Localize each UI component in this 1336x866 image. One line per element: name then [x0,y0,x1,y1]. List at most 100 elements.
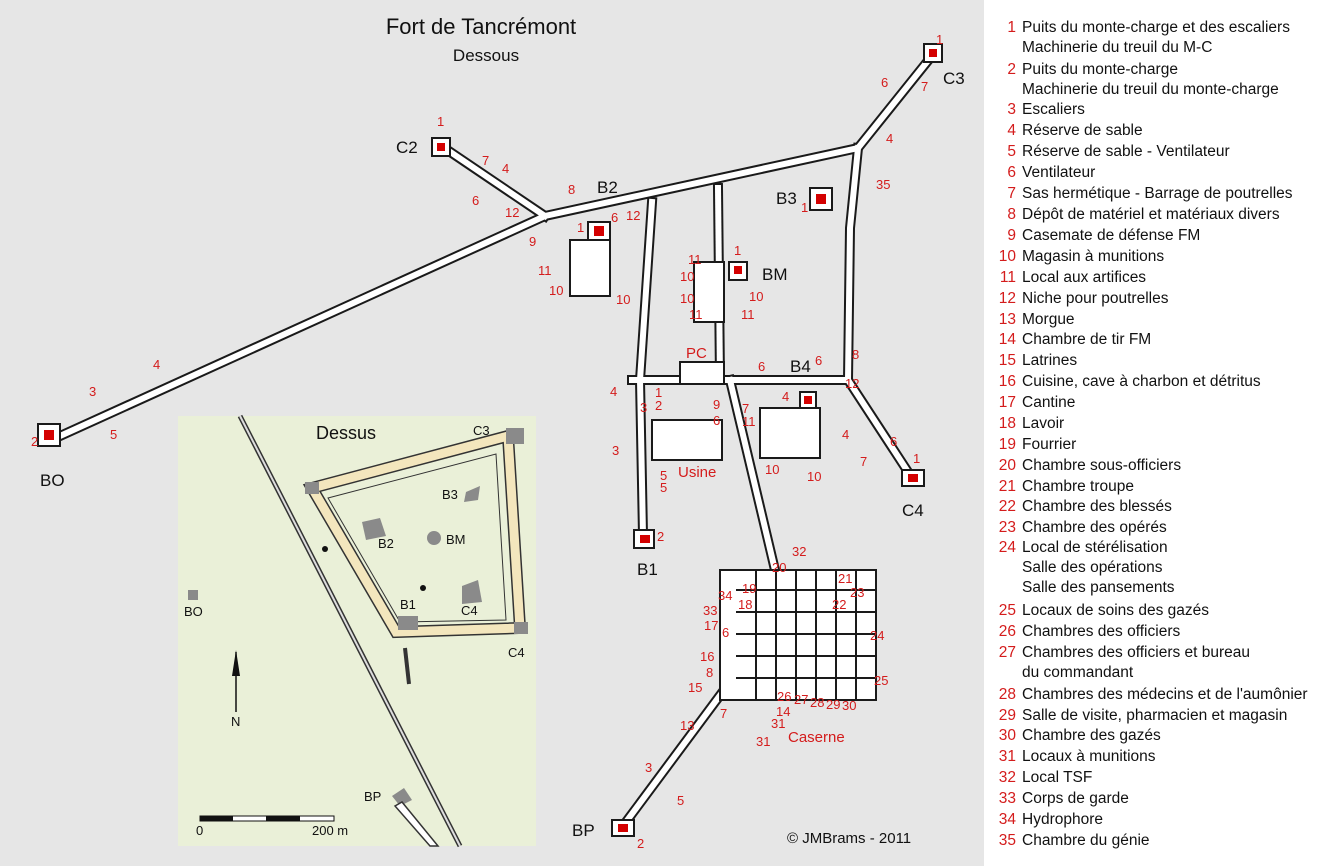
marker: 33 [703,603,717,618]
marker: 10 [749,289,763,304]
inset-title: Dessus [316,423,376,443]
map-title: Fort de Tancrémont [386,14,576,39]
marker: 8 [706,665,713,680]
marker: 1 [655,385,662,400]
inset-inner-wall [327,453,507,623]
inset-label-bm: BM [446,532,466,547]
marker: 6 [472,193,479,208]
label-bm: BM [762,265,788,284]
marker: 3 [612,443,619,458]
marker: 10 [680,269,694,284]
red-labels: PC Usine Caserne [678,345,845,746]
room-markers: 1 7 4 6 12 8 9 11 10 1 6 12 10 1 6 7 4 3… [31,32,943,851]
room-bm-magazine [693,261,725,323]
inset-labels: C3 B3 B2 BM B1 C4 C4 BO BP [184,423,525,804]
map-subtitle: Dessous [453,46,519,65]
scale-bar: 0 200 m [196,815,348,838]
inset-label-bp: BP [364,789,381,804]
marker: 27 [794,692,808,707]
marker: 7 [860,454,867,469]
marker: 23 [850,585,864,600]
marker: 11 [742,414,756,429]
marker: 1 [913,451,920,466]
lift-shafts [44,49,937,832]
block-labels: BO C2 B2 C3 B3 BM B4 C4 B1 BP [40,69,965,840]
room-usine [651,419,723,461]
fort-plan: Fort de Tancrémont Dessous [31,14,965,851]
marker: 12 [505,205,519,220]
marker: 7 [720,706,727,721]
label-pc: PC [686,345,707,362]
room-b2-magazine [569,239,611,297]
marker: 9 [713,397,720,412]
label-bp: BP [572,821,595,840]
marker: 8 [568,182,575,197]
marker: 4 [153,357,160,372]
marker: 35 [876,177,890,192]
marker: 1 [437,114,444,129]
marker: 3 [645,760,652,775]
marker: 5 [110,427,117,442]
marker: 12 [845,376,859,391]
marker: 11 [538,263,552,278]
inset-blocks [188,428,528,806]
label-caserne: Caserne [788,729,845,746]
marker: 8 [852,347,859,362]
marker: 17 [704,618,718,633]
marker: 26 [777,689,791,704]
marker: 31 [771,716,785,731]
inset-label-b1: B1 [400,597,416,612]
marker: 24 [870,628,884,643]
label-c3: C3 [943,69,965,88]
marker: 7 [742,401,749,416]
marker: 13 [680,718,694,733]
map-panel: Fort de Tancrémont Dessous [0,0,984,866]
label-b3: B3 [776,189,797,208]
marker: 10 [616,292,630,307]
marker: 6 [722,625,729,640]
marker: 10 [549,283,563,298]
label-usine: Usine [678,464,716,481]
marker: 2 [657,529,664,544]
scale-start: 0 [196,823,203,838]
label-c4: C4 [902,501,924,520]
inset-label-bo: BO [184,604,203,619]
marker: 10 [680,291,694,306]
label-b1: B1 [637,560,658,579]
marker: 4 [886,131,893,146]
marker: 15 [688,680,702,695]
room-pc [679,361,725,385]
inset-label-c3: C3 [473,423,490,438]
north-label: N [231,714,240,729]
marker: 30 [842,698,856,713]
marker: 34 [718,588,732,603]
room-b4-magazine [759,407,821,459]
inset-label-b3: B3 [442,487,458,502]
label-bo: BO [40,471,65,490]
inset-road [239,415,461,847]
inset-label-b2: B2 [378,536,394,551]
marker: 1 [577,220,584,235]
